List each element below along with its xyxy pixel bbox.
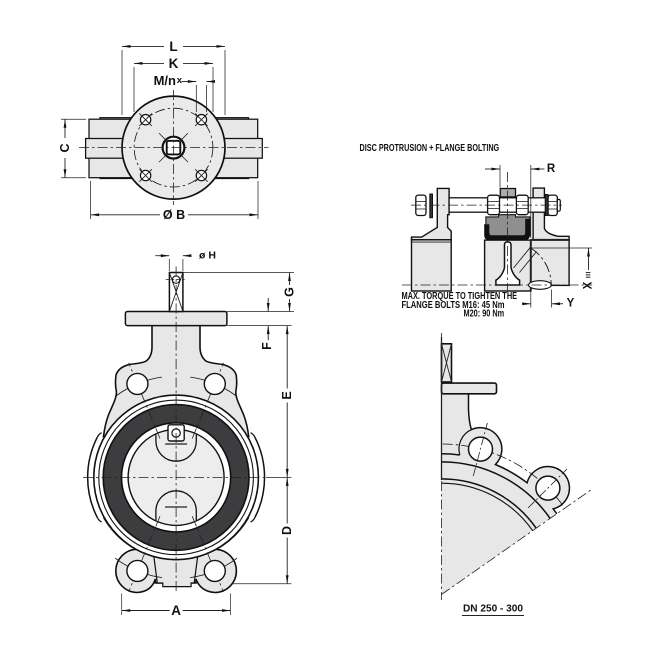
svg-text:K: K bbox=[169, 56, 179, 71]
svg-text:C: C bbox=[58, 143, 72, 152]
svg-text:G: G bbox=[283, 287, 297, 297]
svg-text:M20: 90 Nm: M20: 90 Nm bbox=[464, 309, 505, 320]
svg-text:M/n: M/n bbox=[154, 73, 176, 88]
svg-text:Y: Y bbox=[567, 297, 575, 309]
svg-text:E: E bbox=[280, 391, 294, 399]
svg-text:ø H: ø H bbox=[199, 250, 216, 262]
svg-text:DN 250 - 300: DN 250 - 300 bbox=[463, 603, 523, 615]
svg-text:X: X bbox=[583, 281, 595, 289]
svg-text:R: R bbox=[547, 163, 556, 175]
svg-text:DISC PROTRUSION + FLANGE BOLTI: DISC PROTRUSION + FLANGE BOLTING bbox=[360, 143, 500, 154]
svg-text:F: F bbox=[260, 342, 274, 350]
svg-text:FLANGE BOLTS M16: 45 Nm: FLANGE BOLTS M16: 45 Nm bbox=[402, 300, 505, 311]
svg-text:L: L bbox=[169, 39, 177, 54]
svg-text:x: x bbox=[177, 75, 183, 86]
svg-text:MAX. TORQUE TO TIGHTEN THE: MAX. TORQUE TO TIGHTEN THE bbox=[402, 291, 518, 302]
svg-text:D: D bbox=[280, 526, 294, 535]
svg-text:A: A bbox=[171, 603, 181, 618]
svg-text:Ø B: Ø B bbox=[163, 208, 185, 222]
